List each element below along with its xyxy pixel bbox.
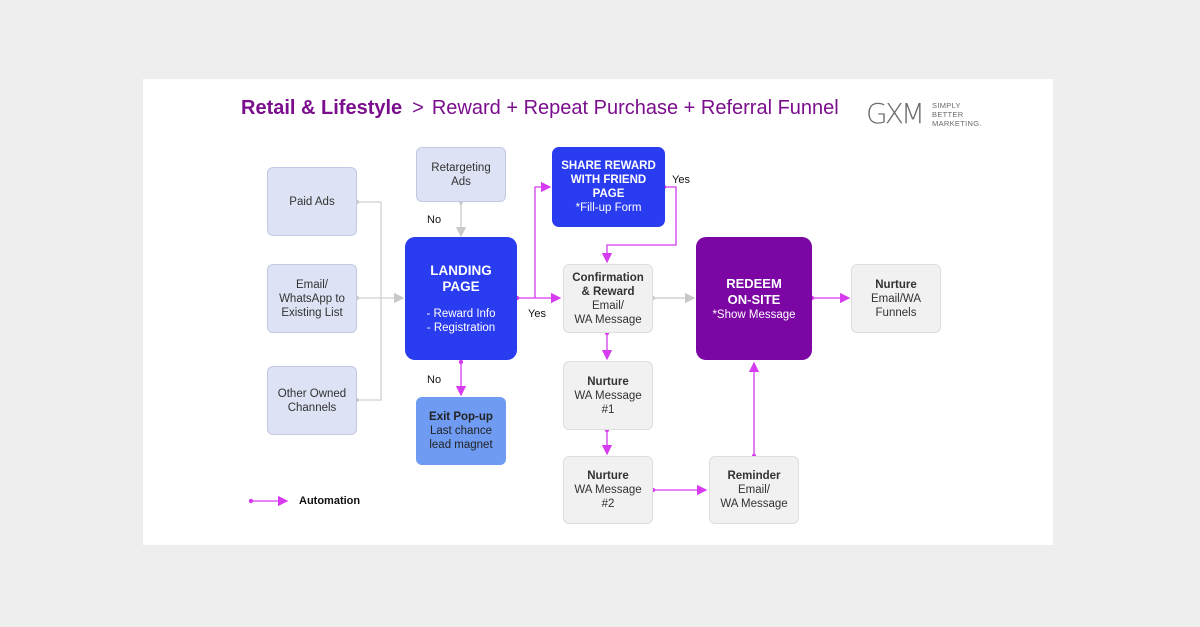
node-confirmation-reward: Confirmation & Reward Email/ WA Message — [563, 264, 653, 333]
node-title: Nurture — [875, 278, 917, 291]
node-title: & Reward — [581, 285, 635, 298]
gxm-logo: GXM SIMPLY BETTER MARKETING. — [866, 99, 982, 129]
node-text: Paid Ads — [289, 195, 335, 208]
node-nurture-funnels: Nurture Email/WA Funnels — [851, 264, 941, 333]
node-text: WA Message — [720, 498, 788, 510]
node-text: Email/ — [592, 299, 624, 312]
node-exit-popup: Exit Pop-up Last chance lead magnet — [416, 397, 506, 465]
node-text: Funnels — [875, 306, 917, 319]
node-text: #1 — [601, 403, 615, 416]
node-text: WhatsApp to — [279, 292, 345, 305]
node-text: WA Message — [574, 313, 642, 326]
node-email-whatsapp: Email/ WhatsApp to Existing List — [267, 264, 357, 333]
node-retargeting-ads: Retargeting Ads — [416, 147, 506, 202]
node-text: - Reward Info — [426, 307, 496, 320]
label-no-retargeting: No — [427, 214, 442, 226]
share-to-confirmation — [601, 186, 677, 264]
node-text: #2 — [601, 498, 615, 510]
node-text: Email/ — [738, 484, 770, 496]
legend-automation-label: Automation — [299, 495, 361, 507]
node-nurture-2: Nurture WA Message #2 — [563, 456, 653, 524]
title-separator: > — [412, 97, 424, 119]
node-title: Nurture — [587, 375, 629, 388]
node-title: Nurture — [587, 470, 629, 482]
node-text: Email/ — [296, 278, 328, 291]
node-paid-ads: Paid Ads — [267, 167, 357, 236]
tagline-line: SIMPLY — [932, 100, 961, 110]
source-connector — [357, 201, 405, 401]
node-text: lead magnet — [429, 439, 493, 451]
node-title: SHARE REWARD — [561, 160, 656, 172]
node-other-owned-channels: Other Owned Channels — [267, 366, 357, 435]
node-title: Confirmation — [572, 271, 644, 284]
node-text: Existing List — [281, 306, 343, 319]
node-nurture-1: Nurture WA Message #1 — [563, 361, 653, 430]
node-text: WA Message — [574, 484, 642, 496]
node-redeem-on-site: REDEEM ON-SITE *Show Message — [696, 237, 812, 360]
node-title: WITH FRIEND — [570, 174, 647, 186]
node-title: ON-SITE — [727, 291, 781, 307]
node-text: Email/WA — [870, 292, 922, 305]
node-title: PAGE — [592, 188, 625, 200]
label-yes-landing: Yes — [528, 308, 546, 320]
node-landing-page: LANDING PAGE - Reward Info - Registratio… — [405, 237, 517, 360]
node-share-reward: SHARE REWARD WITH FRIEND PAGE *Fill-up F… — [552, 147, 665, 227]
node-title: Reminder — [727, 470, 781, 482]
landing-to-share — [534, 181, 552, 298]
logo-mark: GXM — [866, 97, 925, 130]
label-no-exit: No — [427, 374, 442, 386]
node-text: Retargeting — [431, 161, 491, 174]
node-text: WA Message — [574, 389, 642, 402]
node-text: *Show Message — [712, 308, 796, 321]
node-title: PAGE — [442, 278, 480, 294]
page-title: Retail & Lifestyle > Reward + Repeat Purch… — [241, 97, 839, 120]
node-text: Ads — [451, 175, 471, 188]
node-text: Channels — [287, 401, 337, 414]
node-reminder: Reminder Email/ WA Message — [709, 456, 799, 524]
logo-tagline: SIMPLY BETTER MARKETING. — [932, 101, 982, 128]
node-title: REDEEM — [726, 275, 782, 291]
node-text: Other Owned — [277, 387, 347, 400]
node-text: Last chance — [429, 425, 492, 437]
tagline-line: MARKETING. — [932, 118, 982, 128]
node-title: Exit Pop-up — [429, 411, 493, 423]
label-yes-share: Yes — [672, 174, 690, 186]
node-text: *Fill-up Form — [575, 202, 642, 214]
node-text: - Registration — [426, 321, 496, 334]
title-category: Retail & Lifestyle — [241, 97, 403, 119]
tagline-line: BETTER — [932, 109, 964, 119]
title-funnel: Reward + Repeat Purchase + Referral Funn… — [431, 97, 839, 119]
node-title: LANDING — [430, 262, 492, 278]
